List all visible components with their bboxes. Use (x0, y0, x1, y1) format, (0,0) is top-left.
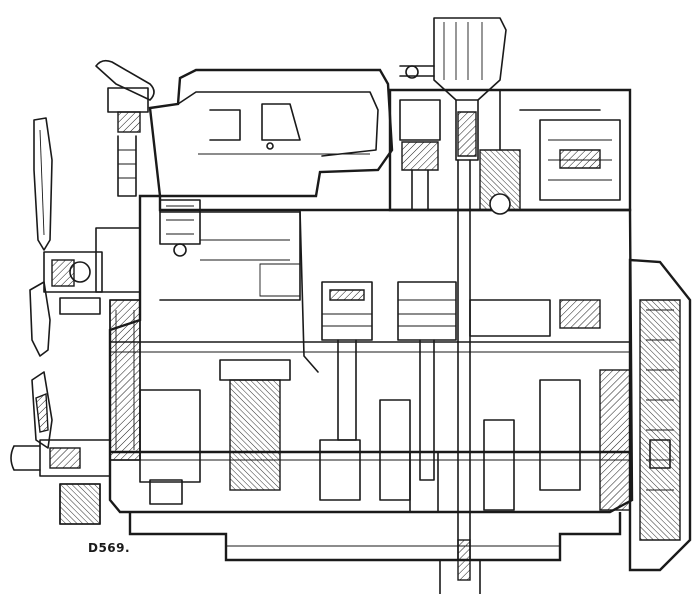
inlet-manifold (148, 68, 394, 198)
piston-second (397, 281, 457, 481)
water-outlet-pipe (95, 59, 155, 197)
fan-blade (29, 117, 53, 449)
distributor (399, 17, 507, 161)
camshaft (109, 299, 631, 353)
cylinder-head (388, 88, 632, 215)
piston-front (321, 281, 373, 441)
crankshaft (110, 359, 631, 513)
oil-sump (128, 512, 622, 594)
generator-bracket (159, 199, 201, 245)
flywheel-housing (628, 258, 692, 572)
front-pulley-assembly (10, 251, 111, 525)
timing-chain (95, 227, 141, 461)
oil-pump-drive (457, 159, 471, 581)
figure-reference-label: D569. (88, 541, 131, 555)
